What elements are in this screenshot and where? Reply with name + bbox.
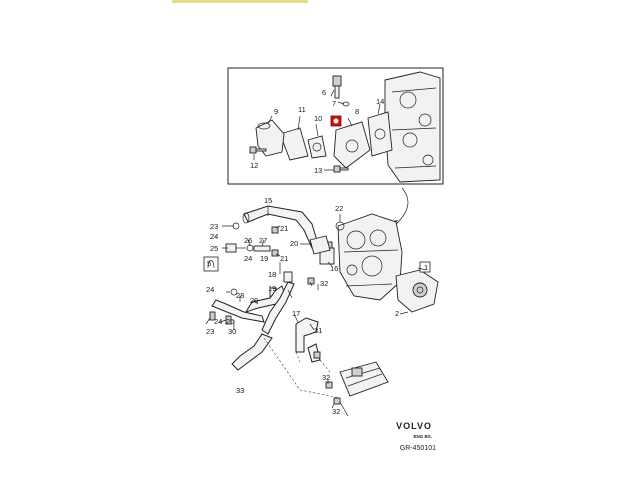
part-10-thermostat bbox=[307, 135, 327, 159]
label-22-top: 22 bbox=[335, 204, 343, 213]
part-17-hose bbox=[295, 317, 319, 353]
inset-engine-block bbox=[384, 71, 441, 183]
part-32-bolt-3 bbox=[333, 397, 341, 405]
label-7: 7 bbox=[332, 99, 336, 108]
label-23-top: 23 bbox=[210, 222, 218, 231]
label-29: 29 bbox=[250, 296, 258, 305]
label-24-top: 24 bbox=[210, 232, 218, 241]
label-28: 28 bbox=[236, 291, 244, 300]
label-21-mid: 21 bbox=[280, 254, 288, 263]
label-15: 15 bbox=[264, 196, 272, 205]
part-21-bolt bbox=[271, 226, 279, 234]
label-33: 33 bbox=[236, 386, 244, 395]
label-32-bottom: 32 bbox=[332, 407, 340, 416]
label-31: 31 bbox=[314, 326, 322, 335]
part-2-water-pump bbox=[395, 269, 439, 313]
label-19: 19 bbox=[260, 254, 268, 263]
label-8: 8 bbox=[355, 107, 359, 116]
part-33-hose bbox=[231, 333, 273, 371]
oil-cooler bbox=[339, 361, 389, 397]
label-5: 5 bbox=[207, 259, 211, 268]
label-30: 30 bbox=[228, 327, 236, 336]
label-11: 11 bbox=[298, 105, 306, 114]
label-19-lower: 19 bbox=[268, 284, 276, 293]
part-27-tube bbox=[253, 245, 271, 252]
label-24-mid: 24 bbox=[244, 254, 252, 263]
label-27: 27 bbox=[259, 236, 267, 245]
part-9-outlet-elbow bbox=[255, 119, 285, 157]
label-13: 13 bbox=[314, 166, 322, 175]
part-13-bolt bbox=[333, 165, 349, 173]
label-9: 9 bbox=[274, 107, 278, 116]
part-21-bolt-lower bbox=[271, 249, 279, 257]
label-26-bottom: 26 bbox=[226, 317, 234, 326]
part-24-hoses bbox=[211, 281, 295, 335]
part-10-highlighted bbox=[330, 115, 342, 127]
part-32-bolt bbox=[313, 351, 321, 359]
label-10: 10 bbox=[314, 114, 322, 123]
part-11-gasket bbox=[279, 127, 309, 161]
part-8-thermostat-housing bbox=[333, 121, 371, 169]
part-5-hose bbox=[203, 256, 219, 272]
volvo-logo: VOLVO ENG BS. bbox=[396, 421, 432, 439]
label-32-mid: 32 bbox=[322, 373, 330, 382]
label-1: 1 bbox=[424, 263, 428, 272]
label-18: 18 bbox=[268, 270, 276, 279]
engine-block bbox=[337, 213, 403, 301]
part-24-plug bbox=[209, 311, 216, 321]
part-14-gasket bbox=[367, 111, 393, 157]
label-14: 14 bbox=[376, 97, 384, 106]
label-20: 20 bbox=[290, 239, 298, 248]
brand-name: VOLVO bbox=[396, 421, 432, 431]
reference-code: GR-450101 bbox=[400, 445, 436, 452]
label-24-bottom: 24 bbox=[214, 317, 222, 326]
label-17: 17 bbox=[292, 309, 300, 318]
top-accent-bar bbox=[172, 0, 308, 3]
label-32-top: 32 bbox=[320, 279, 328, 288]
part-6-temperature-sensor bbox=[332, 75, 342, 99]
label-24-left: 24 bbox=[206, 285, 214, 294]
part-25-fitting bbox=[225, 243, 246, 253]
label-21-top: 21 bbox=[280, 224, 288, 233]
label-23-bottom: 23 bbox=[206, 327, 214, 336]
label-2: 2 bbox=[395, 309, 399, 318]
part-1-box bbox=[419, 261, 431, 273]
label-16: 16 bbox=[330, 264, 338, 273]
label-12: 12 bbox=[250, 161, 258, 170]
part-20-connector bbox=[309, 235, 331, 255]
part-12-bolt bbox=[249, 146, 267, 154]
label-6: 6 bbox=[322, 88, 326, 97]
part-30-bolt bbox=[307, 277, 315, 285]
label-26-top: 26 bbox=[244, 236, 252, 245]
brand-sub: ENG BS. bbox=[413, 434, 432, 439]
part-26-clamp-lower bbox=[230, 288, 238, 296]
label-25: 25 bbox=[210, 244, 218, 253]
part-32-bolt-2 bbox=[325, 381, 333, 389]
